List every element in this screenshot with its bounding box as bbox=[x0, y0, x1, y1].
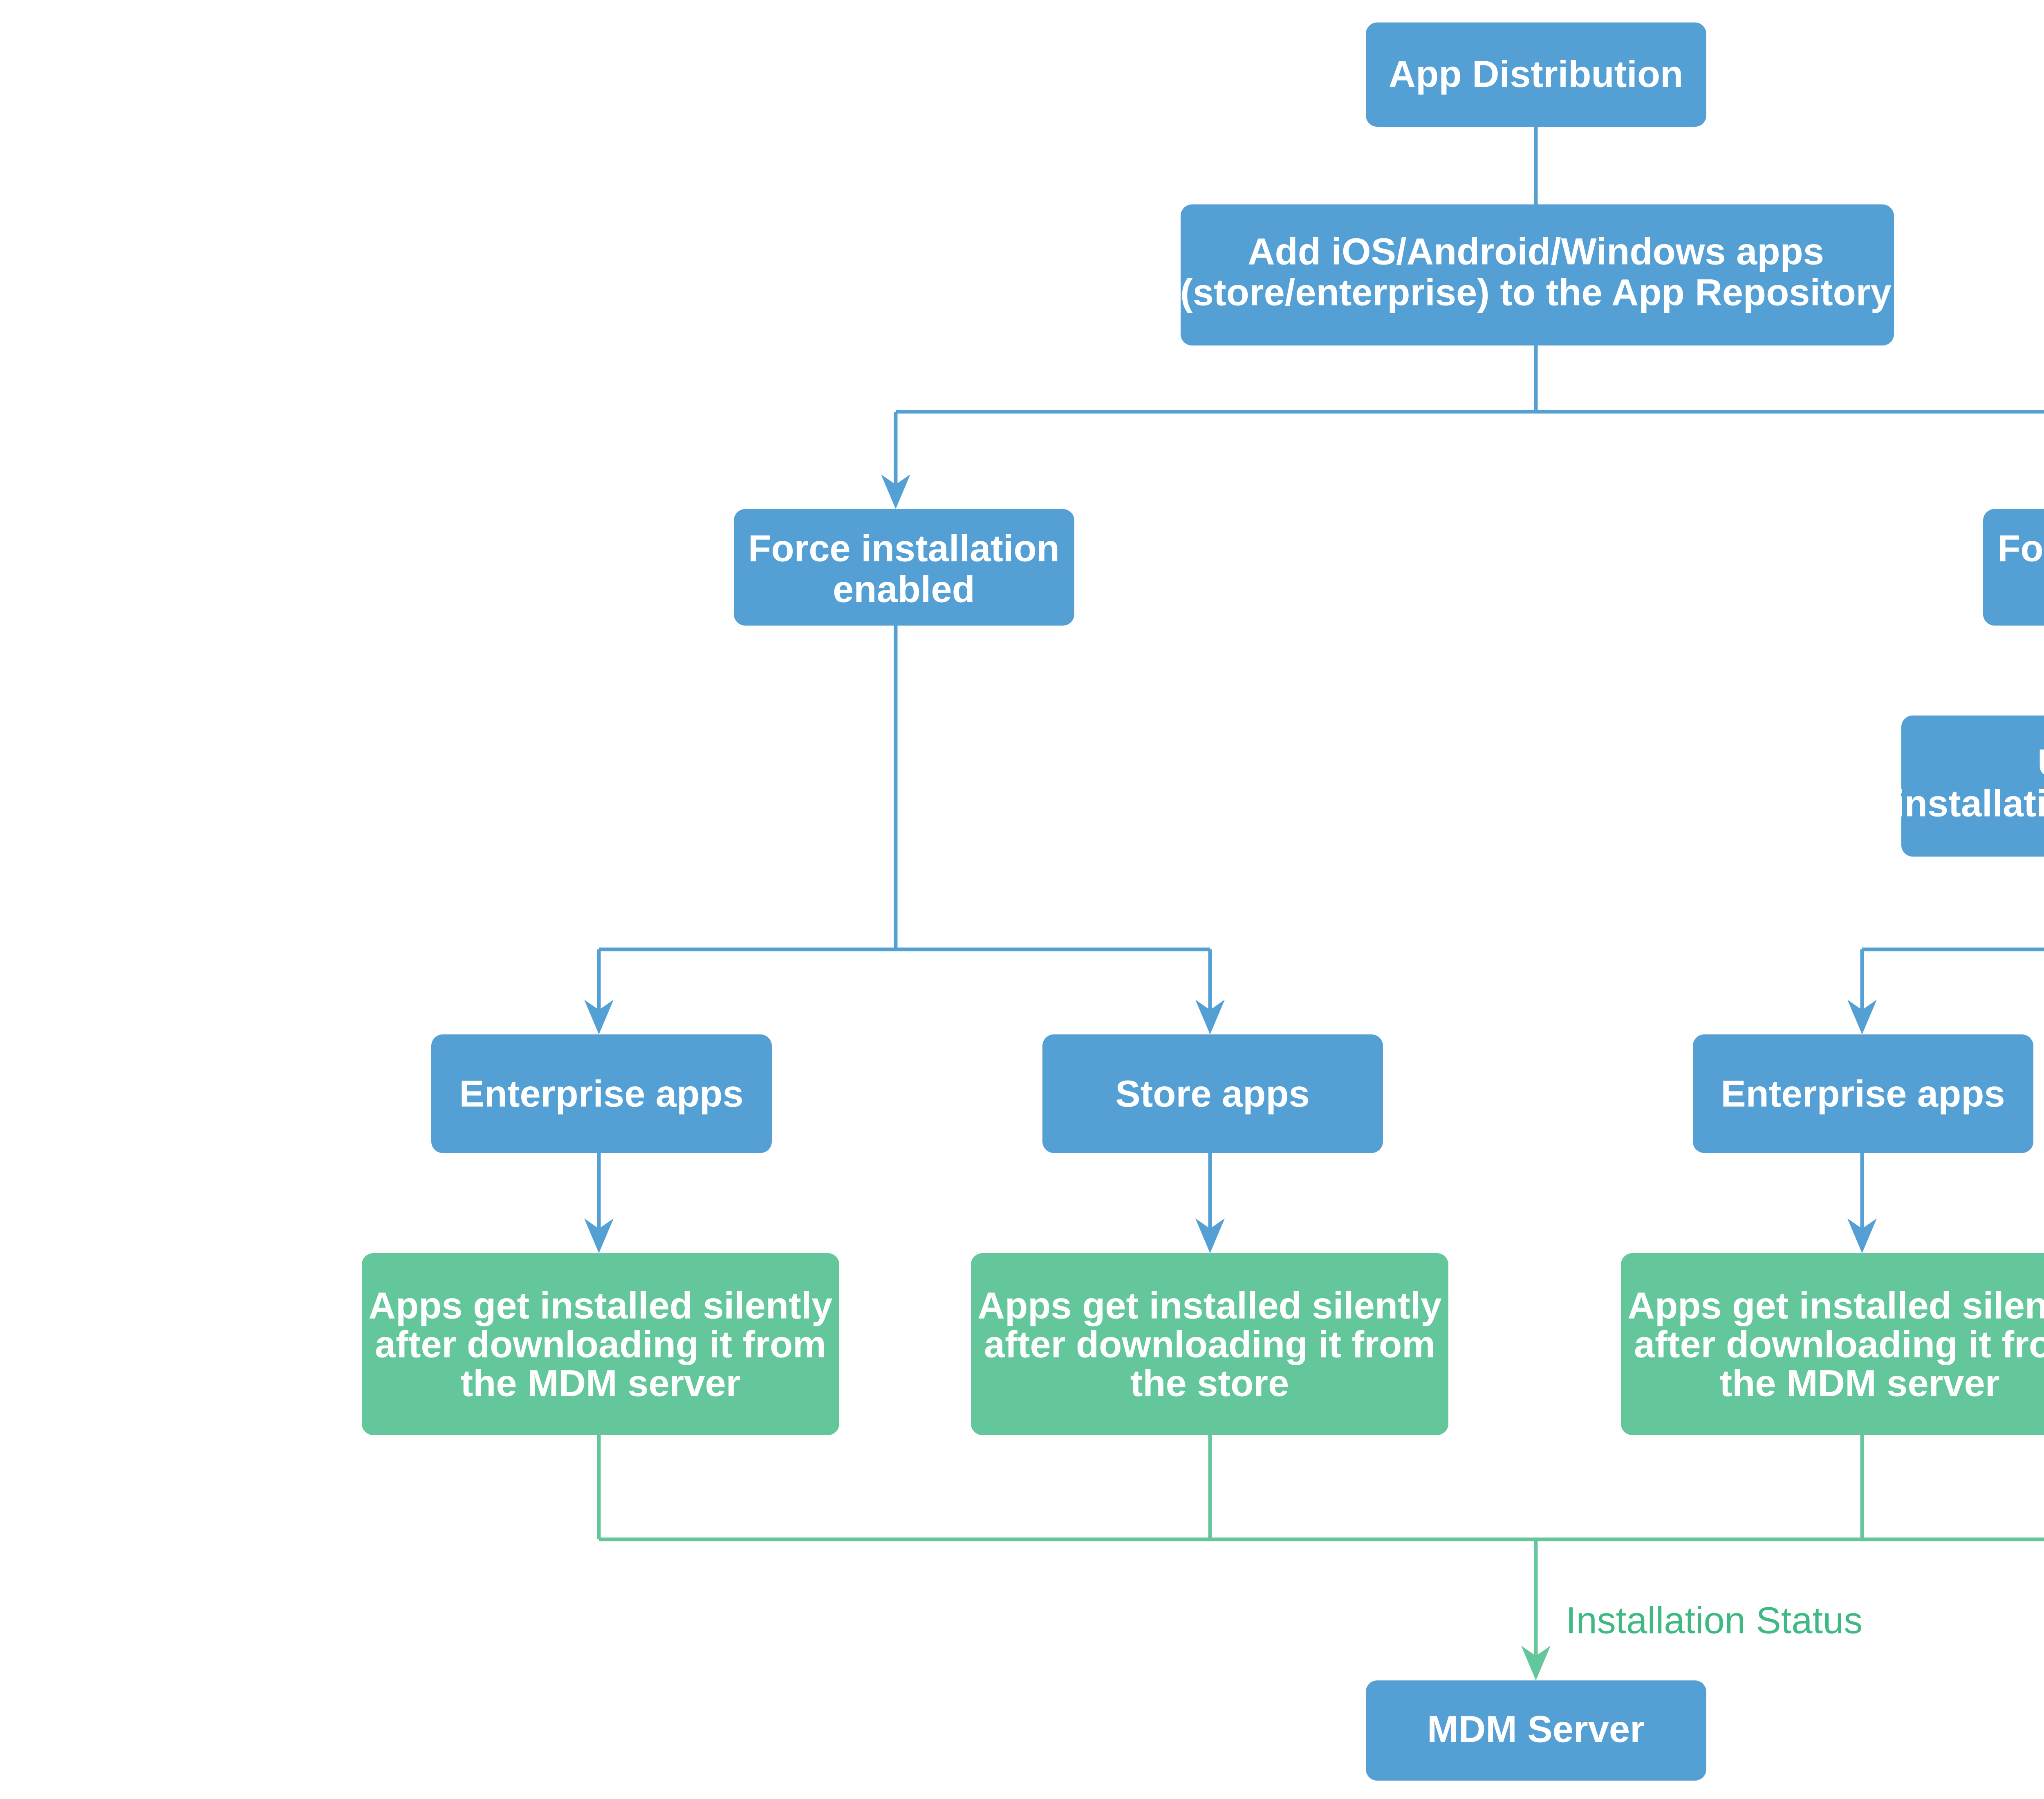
node-silent-mdm-right-line3: the MDM server bbox=[1719, 1362, 1999, 1404]
node-silent-mdm-right-line1: Apps get installed silently bbox=[1628, 1285, 2044, 1326]
node-add-apps-line2: (store/enterprise) to the App Repository bbox=[1180, 271, 1892, 313]
node-add-apps-line1: Add iOS/Android/Windows apps bbox=[1248, 231, 1824, 272]
node-silent-install-store-left-box[interactable] bbox=[971, 1253, 1448, 1435]
edge-userinitiates-branch bbox=[1847, 947, 2044, 1034]
node-silent-mdm-left-line1: Apps get installed silently bbox=[369, 1285, 833, 1326]
node-mdm-server[interactable]: MDM Server bbox=[1366, 1680, 1706, 1781]
node-silent-install-mdm-right-box[interactable] bbox=[1621, 1253, 2044, 1435]
node-force-installation-disabled-line1: Force installation bbox=[1997, 527, 2044, 569]
node-user-initiates-line1: User initiates bbox=[2037, 742, 2044, 783]
node-enterprise-apps-right-label: Enterprise apps bbox=[1721, 1073, 2005, 1115]
node-mdm-server-box[interactable] bbox=[1366, 1680, 1706, 1781]
node-add-apps-box[interactable] bbox=[1181, 204, 1894, 345]
node-silent-store-left-line2: after downloading it from bbox=[984, 1323, 1435, 1365]
edge-addapps-branch bbox=[881, 345, 2044, 509]
node-enterprise-apps-left-box[interactable] bbox=[431, 1034, 772, 1153]
node-silent-install-store-left[interactable]: Apps get installed silently after downlo… bbox=[971, 1253, 1448, 1435]
node-user-initiates-installation-box[interactable] bbox=[1901, 716, 2044, 857]
node-force-installation-enabled-box[interactable] bbox=[734, 509, 1074, 626]
node-app-distribution-box[interactable] bbox=[1366, 22, 1706, 127]
node-silent-mdm-left-line3: the MDM server bbox=[460, 1362, 740, 1404]
node-store-apps-left-label: Store apps bbox=[1115, 1073, 1309, 1115]
node-silent-store-left-line3: the store bbox=[1130, 1362, 1289, 1404]
node-enterprise-apps-left-label: Enterprise apps bbox=[459, 1073, 743, 1115]
node-silent-install-mdm-left-box[interactable] bbox=[362, 1253, 839, 1435]
node-enterprise-apps-right-box[interactable] bbox=[1693, 1034, 2033, 1153]
node-force-installation-enabled-line1: Force installation bbox=[748, 527, 1060, 569]
edge-store-left-to-silent bbox=[1195, 1153, 1225, 1253]
node-silent-install-mdm-right[interactable]: Apps get installed silently after downlo… bbox=[1621, 1253, 2044, 1435]
node-store-apps-left-box[interactable] bbox=[1042, 1034, 1383, 1153]
node-silent-mdm-left-line2: after downloading it from bbox=[375, 1323, 826, 1365]
node-force-installation-disabled-box[interactable] bbox=[1983, 509, 2044, 626]
node-silent-store-left-line1: Apps get installed silently bbox=[978, 1285, 1442, 1326]
node-force-installation-enabled-line2: enabled bbox=[833, 568, 975, 610]
node-enterprise-apps-right[interactable]: Enterprise apps bbox=[1693, 1034, 2033, 1153]
edge-silent-merge-to-mdmserver bbox=[597, 1435, 2044, 1680]
node-mdm-server-label: MDM Server bbox=[1427, 1708, 1645, 1750]
node-store-apps-left[interactable]: Store apps bbox=[1042, 1034, 1383, 1153]
node-silent-install-mdm-left[interactable]: Apps get installed silently after downlo… bbox=[362, 1253, 839, 1435]
edge-enterprise-right-to-silent bbox=[1847, 1153, 1877, 1253]
edge-enterprise-left-to-silent bbox=[584, 1153, 614, 1253]
node-user-initiates-line2: installation from App Catalog bbox=[1894, 783, 2044, 824]
node-enterprise-apps-left[interactable]: Enterprise apps bbox=[431, 1034, 772, 1153]
node-force-installation-disabled[interactable]: Force installation disabled bbox=[1983, 509, 2044, 626]
edge-forceenabled-branch bbox=[584, 626, 1225, 1034]
edge-label-installation-status: Installation Status bbox=[1566, 1599, 1862, 1641]
node-force-installation-enabled[interactable]: Force installation enabled bbox=[734, 509, 1074, 626]
node-silent-mdm-right-line2: after downloading it from bbox=[1634, 1323, 2044, 1365]
node-add-apps[interactable]: Add iOS/Android/Windows apps (store/ente… bbox=[1180, 204, 1894, 345]
node-app-distribution[interactable]: App Distribution bbox=[1366, 22, 1706, 127]
node-user-initiates-installation[interactable]: User initiates installation from App Cat… bbox=[1894, 716, 2044, 857]
node-app-distribution-label: App Distribution bbox=[1389, 53, 1683, 95]
